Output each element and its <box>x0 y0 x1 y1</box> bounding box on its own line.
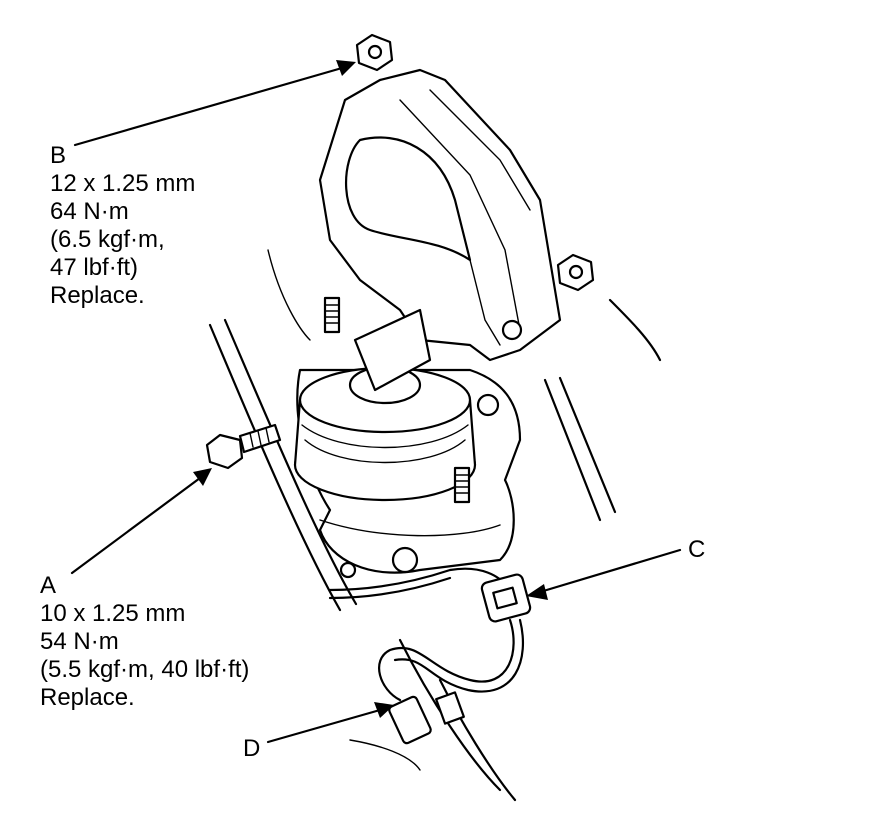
callout-d-letter: D <box>243 735 261 762</box>
mount-bracket <box>318 68 562 392</box>
callout-a: A 10 x 1.25 mm 54 N·m (5.5 kgf·m, 40 lbf… <box>40 572 249 712</box>
callout-a-torque-alt: (5.5 kgf·m, 40 lbf·ft) <box>40 656 250 683</box>
bracket-nuts <box>355 33 595 292</box>
callout-b-letter: B <box>50 142 67 169</box>
callout-b-size: 12 x 1.25 mm <box>50 170 196 197</box>
callout-a-letter: A <box>40 572 57 599</box>
callout-b-torque-kgf: (6.5 kgf·m, <box>50 226 165 253</box>
callout-a-torque: 54 N·m <box>40 628 119 655</box>
wiring-harness <box>328 567 532 745</box>
callout-a-size: 10 x 1.25 mm <box>40 600 186 627</box>
mount-cylinder <box>293 365 477 502</box>
callout-b-torque-lbf: 47 lbf·ft) <box>50 254 139 281</box>
callout-b: B 12 x 1.25 mm 64 N·m (6.5 kgf·m, 47 lbf… <box>50 142 195 310</box>
mount-bolt <box>205 423 282 470</box>
mount-studs <box>323 296 471 504</box>
callout-a-note: Replace. <box>40 684 135 711</box>
leader-lines <box>70 60 682 744</box>
callout-b-note: Replace. <box>50 282 145 309</box>
callout-c-letter: C <box>688 536 706 563</box>
callout-b-torque: 64 N·m <box>50 198 129 225</box>
